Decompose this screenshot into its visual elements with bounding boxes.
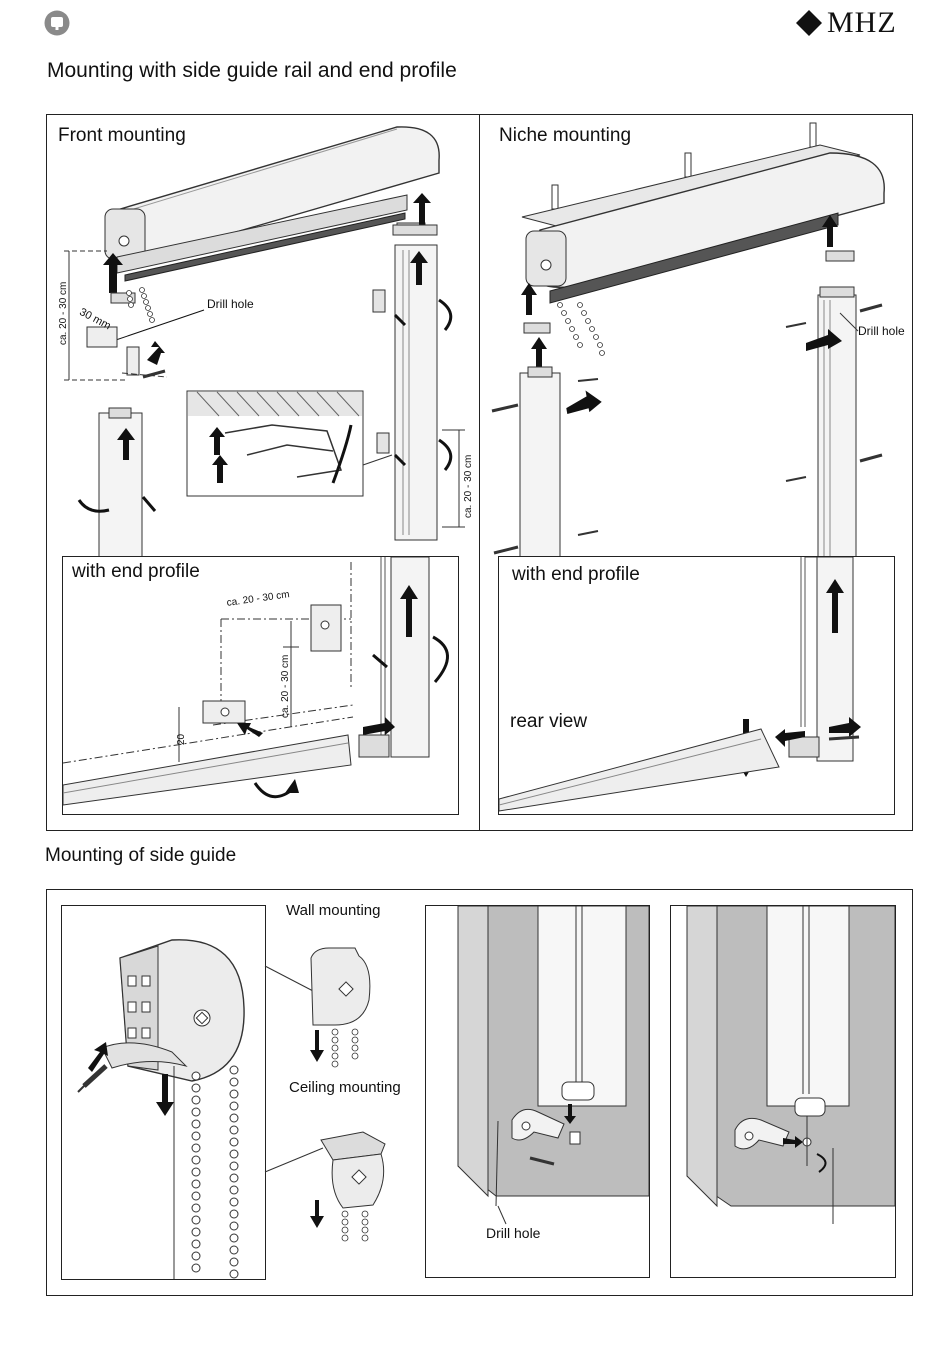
front-drill-hole-label: Drill hole: [207, 297, 254, 311]
front-dim-side-left: ca. 20 - 30 cm: [58, 282, 69, 345]
front-inset-dim-vertical: ca. 20 - 30 cm: [280, 655, 291, 718]
guide-tension-panel: [670, 905, 896, 1278]
niche-inset-title: with end profile: [512, 564, 640, 586]
niche-inset-rear-view: rear view: [510, 711, 587, 733]
page-marker-icon: [44, 10, 70, 36]
bracket-panel: [61, 905, 266, 1280]
front-mounting-illustration: [47, 115, 479, 560]
brand-logo: MHZ: [794, 6, 914, 40]
page-title: Mounting with side guide rail and end pr…: [47, 59, 457, 83]
guide-install-panel: [425, 905, 650, 1278]
brand-name: MHZ: [827, 6, 897, 40]
ceiling-mounting-label: Ceiling mounting: [289, 1079, 401, 1096]
side-drill-hole-label: Drill hole: [486, 1225, 540, 1241]
niche-mounting-illustration: [480, 115, 912, 560]
niche-inset-frame: [498, 556, 895, 815]
front-inset-dim-20: 20: [176, 734, 187, 745]
niche-drill-hole-label: Drill hole: [858, 324, 905, 338]
side-guide-title: Mounting of side guide: [45, 845, 236, 867]
wall-mounting-label: Wall mounting: [286, 902, 380, 919]
front-dim-side-right: ca. 20 - 30 cm: [463, 455, 474, 518]
front-inset-title: with end profile: [72, 561, 200, 583]
